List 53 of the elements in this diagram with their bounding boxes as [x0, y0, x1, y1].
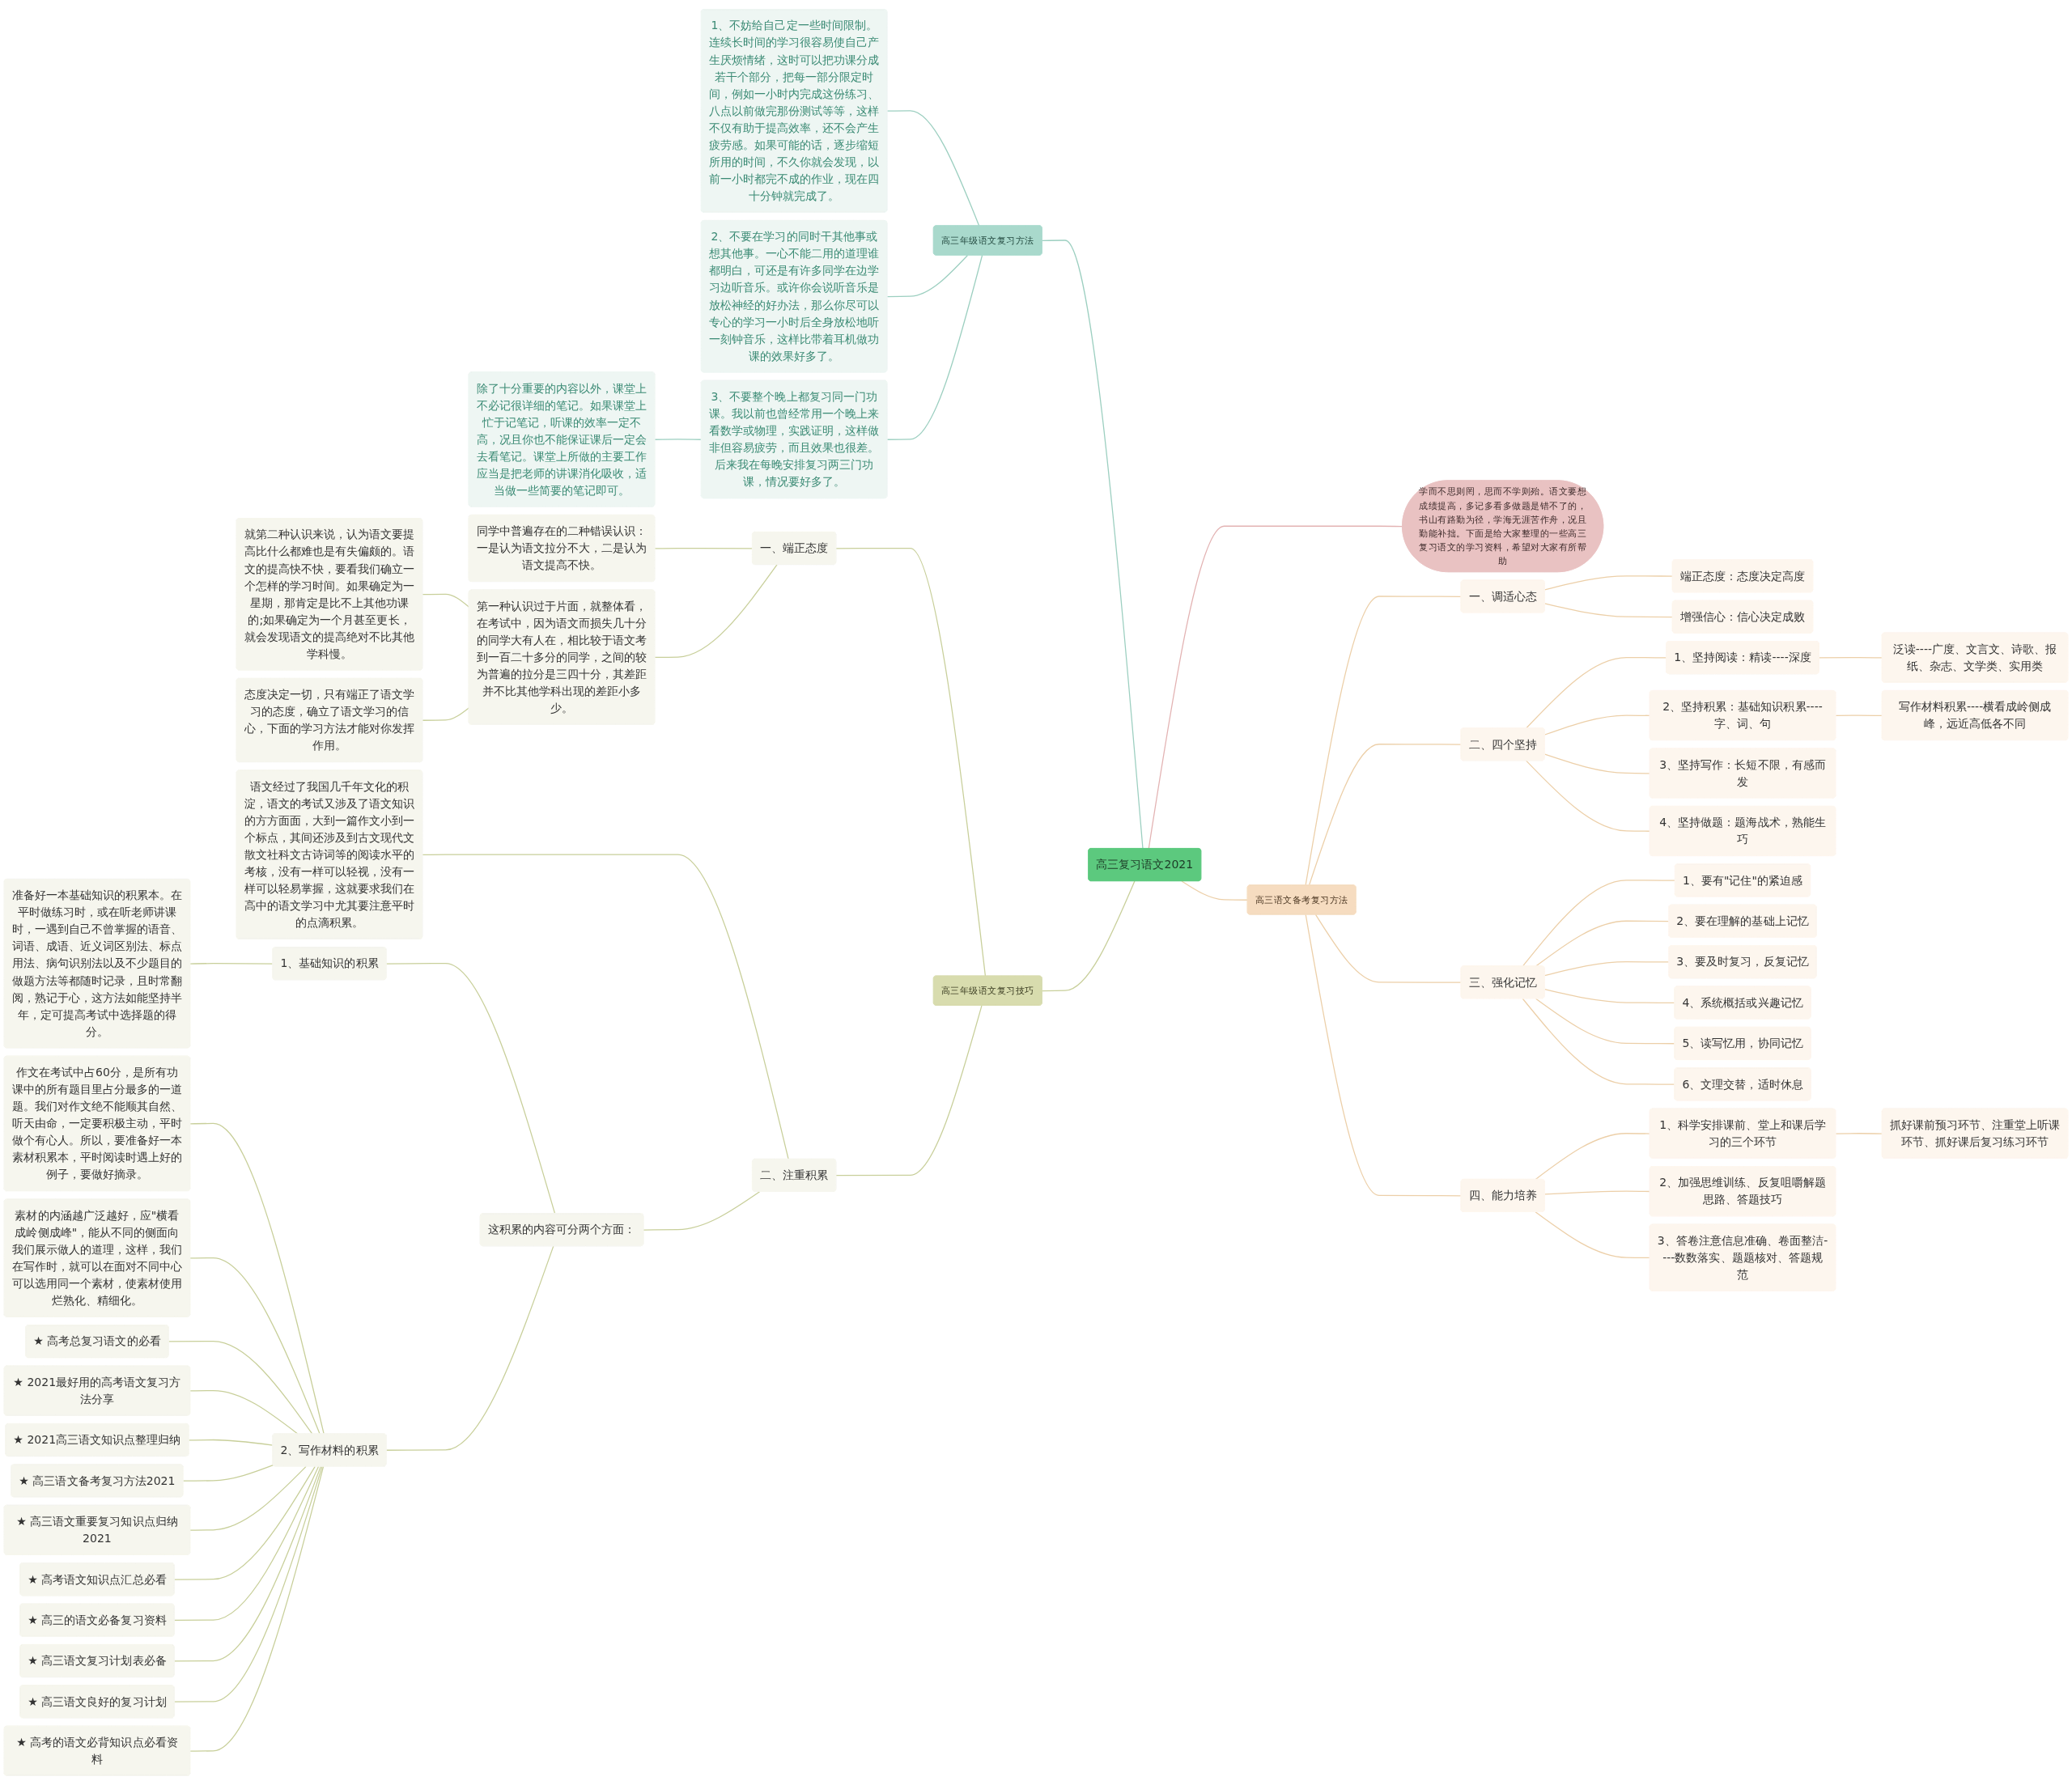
connector	[188, 1439, 274, 1446]
connector	[1544, 714, 1651, 736]
connector	[835, 547, 987, 977]
connector	[1041, 880, 1136, 992]
connector	[189, 1122, 325, 1435]
connector	[643, 1191, 761, 1231]
connector	[1544, 753, 1651, 774]
connector	[168, 1341, 313, 1435]
connector	[173, 1465, 321, 1662]
connector	[1522, 880, 1676, 967]
connector	[1544, 603, 1674, 618]
connector	[182, 1465, 274, 1482]
connector	[886, 254, 969, 298]
connector	[422, 593, 470, 608]
connector	[1544, 989, 1675, 1003]
connector	[1819, 656, 1883, 659]
connector	[173, 1465, 316, 1580]
connector	[189, 1389, 299, 1435]
connector	[189, 1465, 325, 1752]
connector	[173, 1465, 320, 1622]
connector	[1535, 998, 1675, 1045]
connector	[385, 1245, 554, 1451]
connector	[385, 963, 556, 1215]
connector	[1041, 240, 1144, 850]
connector	[1148, 525, 1403, 850]
connector	[173, 1465, 323, 1702]
connector	[1544, 1190, 1651, 1195]
connector	[1544, 575, 1674, 591]
connector	[1835, 1133, 1883, 1134]
connector	[422, 854, 789, 1160]
connector	[654, 439, 703, 440]
connector	[1535, 920, 1670, 967]
connector	[422, 707, 470, 721]
connector	[189, 1257, 321, 1435]
connector	[1181, 880, 1249, 901]
connector	[1544, 961, 1670, 977]
connector	[1835, 714, 1883, 716]
connector	[835, 1005, 983, 1177]
connector	[1308, 744, 1462, 886]
connector	[1314, 914, 1462, 983]
connector	[1305, 596, 1462, 886]
connector	[886, 254, 983, 440]
connector	[1535, 1211, 1651, 1259]
connector	[1522, 998, 1675, 1085]
connector	[189, 1465, 307, 1531]
connector	[1535, 1133, 1651, 1181]
connector	[654, 564, 778, 659]
connector	[1526, 656, 1667, 729]
connector	[654, 547, 754, 549]
connector	[1305, 914, 1462, 1197]
connector	[189, 963, 274, 965]
connector	[886, 110, 980, 227]
connector	[1526, 760, 1651, 832]
